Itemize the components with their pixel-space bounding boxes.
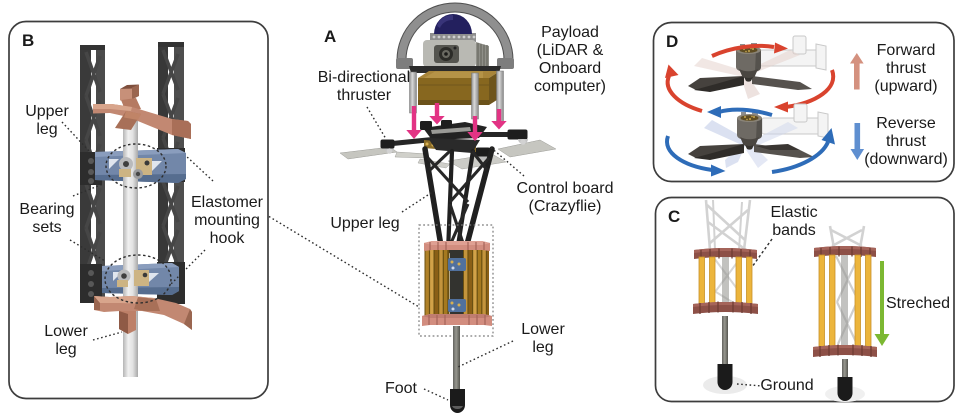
- svg-text:Foot: Foot: [385, 380, 418, 397]
- svg-text:A: A: [324, 27, 336, 46]
- svg-text:Bearing: Bearing: [19, 201, 74, 218]
- svg-text:Onboard: Onboard: [539, 60, 601, 77]
- svg-text:Upper leg: Upper leg: [330, 215, 399, 232]
- svg-text:C: C: [668, 207, 680, 226]
- svg-text:(downward): (downward): [864, 151, 948, 168]
- svg-text:Control board: Control board: [517, 180, 614, 197]
- svg-text:(Crazyflie): (Crazyflie): [529, 198, 602, 215]
- svg-text:thrust: thrust: [886, 133, 927, 150]
- svg-text:Lower: Lower: [521, 321, 565, 338]
- svg-text:(upward): (upward): [874, 78, 937, 95]
- svg-text:hook: hook: [210, 230, 246, 247]
- svg-text:Upper: Upper: [25, 103, 69, 120]
- svg-text:Ground: Ground: [760, 377, 813, 394]
- svg-text:leg: leg: [532, 339, 553, 356]
- svg-text:D: D: [666, 32, 678, 51]
- svg-text:Elastic: Elastic: [770, 204, 817, 221]
- svg-text:Payload: Payload: [541, 24, 599, 41]
- svg-text:thrust: thrust: [886, 60, 927, 77]
- svg-text:Streched: Streched: [886, 295, 950, 312]
- svg-text:(LiDAR &: (LiDAR &: [537, 42, 604, 59]
- svg-text:mounting: mounting: [194, 212, 260, 229]
- svg-text:computer): computer): [534, 78, 606, 95]
- svg-text:thruster: thruster: [337, 87, 392, 104]
- svg-text:bands: bands: [772, 222, 816, 239]
- svg-text:leg: leg: [55, 341, 76, 358]
- svg-text:B: B: [22, 31, 34, 50]
- svg-text:Forward: Forward: [877, 42, 936, 59]
- svg-text:Bi-directional: Bi-directional: [318, 69, 410, 86]
- svg-text:sets: sets: [32, 219, 61, 236]
- svg-text:Reverse: Reverse: [876, 115, 936, 132]
- svg-text:Elastomer: Elastomer: [191, 194, 264, 211]
- svg-text:Lower: Lower: [44, 323, 88, 340]
- svg-text:leg: leg: [36, 121, 57, 138]
